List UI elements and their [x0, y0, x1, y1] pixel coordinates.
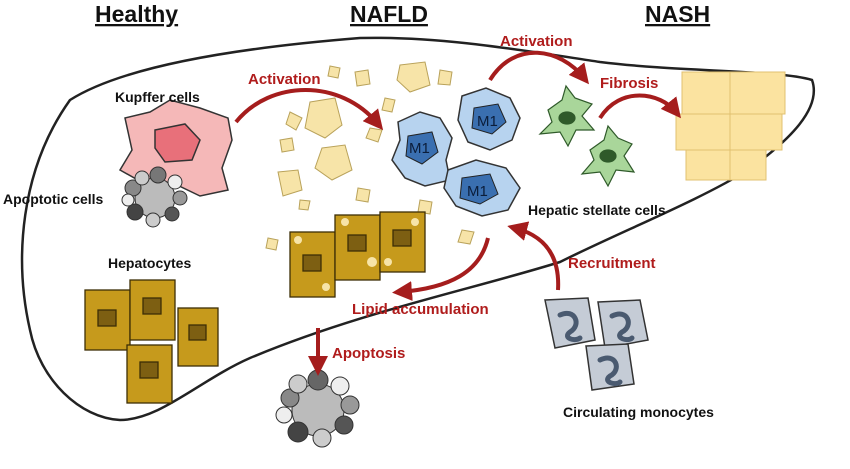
header-healthy: Healthy [95, 1, 178, 27]
monocytes-label: Circulating monocytes [563, 404, 714, 420]
header-nafld: NAFLD [350, 1, 428, 27]
m1-macrophage-icon: M1 [457, 87, 521, 151]
curved-arrow-icon [234, 50, 682, 376]
apoptotic-cell-icon [121, 166, 188, 228]
m1-label-2: M1 [477, 113, 498, 130]
stellate-label: Hepatic stellate cells [528, 202, 666, 218]
fat-droplet-icon [265, 61, 475, 251]
m1-label-1: M1 [409, 140, 430, 157]
apoptotic-cell-icon [275, 369, 360, 448]
apoptosis-label: Apoptosis [332, 345, 405, 362]
activation-label-top: Activation [500, 33, 573, 50]
stellate-cell-icon [538, 84, 636, 188]
fibrosis-label: Fibrosis [600, 75, 658, 92]
activation-label-left: Activation [248, 71, 321, 88]
kupffer-cell-icon [118, 99, 233, 197]
liver-outline-icon [20, 36, 815, 422]
header-nash: NASH [645, 1, 710, 27]
lipid-accumulation-label: Lipid accumulation [352, 301, 489, 318]
recruitment-label: Recruitment [568, 255, 656, 272]
monocyte-icon [544, 297, 649, 391]
m1-macrophage-icon: M1 [391, 111, 453, 187]
hepatocytes-label: Hepatocytes [108, 255, 191, 271]
m1-macrophage-icon: M1 [443, 159, 521, 217]
apoptotic-label: Apoptotic cells [3, 191, 104, 207]
kupffer-label: Kupffer cells [115, 89, 200, 105]
m1-label-3: M1 [467, 183, 488, 200]
fibrosis-tissue-icon [675, 71, 786, 181]
steatotic-hepatocyte-icon [289, 211, 426, 298]
hepatocyte-icon [84, 279, 219, 404]
